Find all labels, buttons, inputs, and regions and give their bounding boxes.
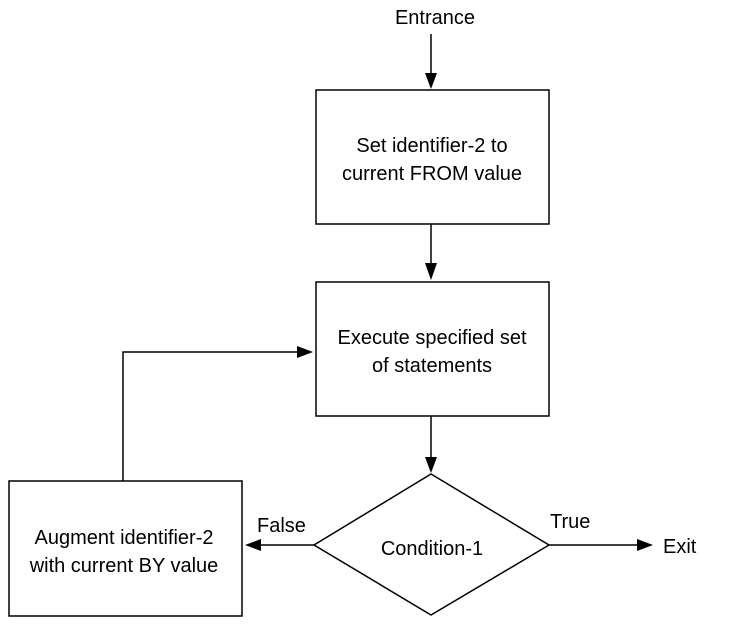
condition-diamond: Condition-1 — [312, 473, 551, 616]
condition-label: Condition-1 — [381, 538, 483, 560]
arrow-augment-to-execute — [122, 346, 313, 481]
set-identifier-box: Set identifier-2 to current FROM value — [315, 89, 550, 225]
augment-identifier-line1: Augment identifier-2 — [35, 527, 214, 549]
arrow-condition-to-augment — [245, 539, 314, 551]
set-identifier-line2: current FROM value — [342, 163, 522, 185]
arrow-set-to-execute — [425, 224, 437, 280]
arrow-execute-to-condition — [425, 416, 437, 473]
exit-label: Exit — [663, 536, 697, 558]
arrow-condition-to-exit — [549, 539, 653, 551]
augment-identifier-line2: with current BY value — [29, 555, 219, 577]
execute-statements-line2: of statements — [372, 355, 492, 377]
true-label: True — [550, 511, 590, 533]
augment-identifier-box: Augment identifier-2 with current BY val… — [8, 480, 243, 617]
entrance-label: Entrance — [395, 7, 475, 29]
false-label: False — [257, 515, 306, 537]
arrow-entrance-to-set — [425, 34, 437, 89]
execute-statements-line1: Execute specified set — [338, 327, 527, 349]
execute-statements-box: Execute specified set of statements — [315, 281, 550, 417]
set-identifier-line1: Set identifier-2 to — [356, 135, 507, 157]
